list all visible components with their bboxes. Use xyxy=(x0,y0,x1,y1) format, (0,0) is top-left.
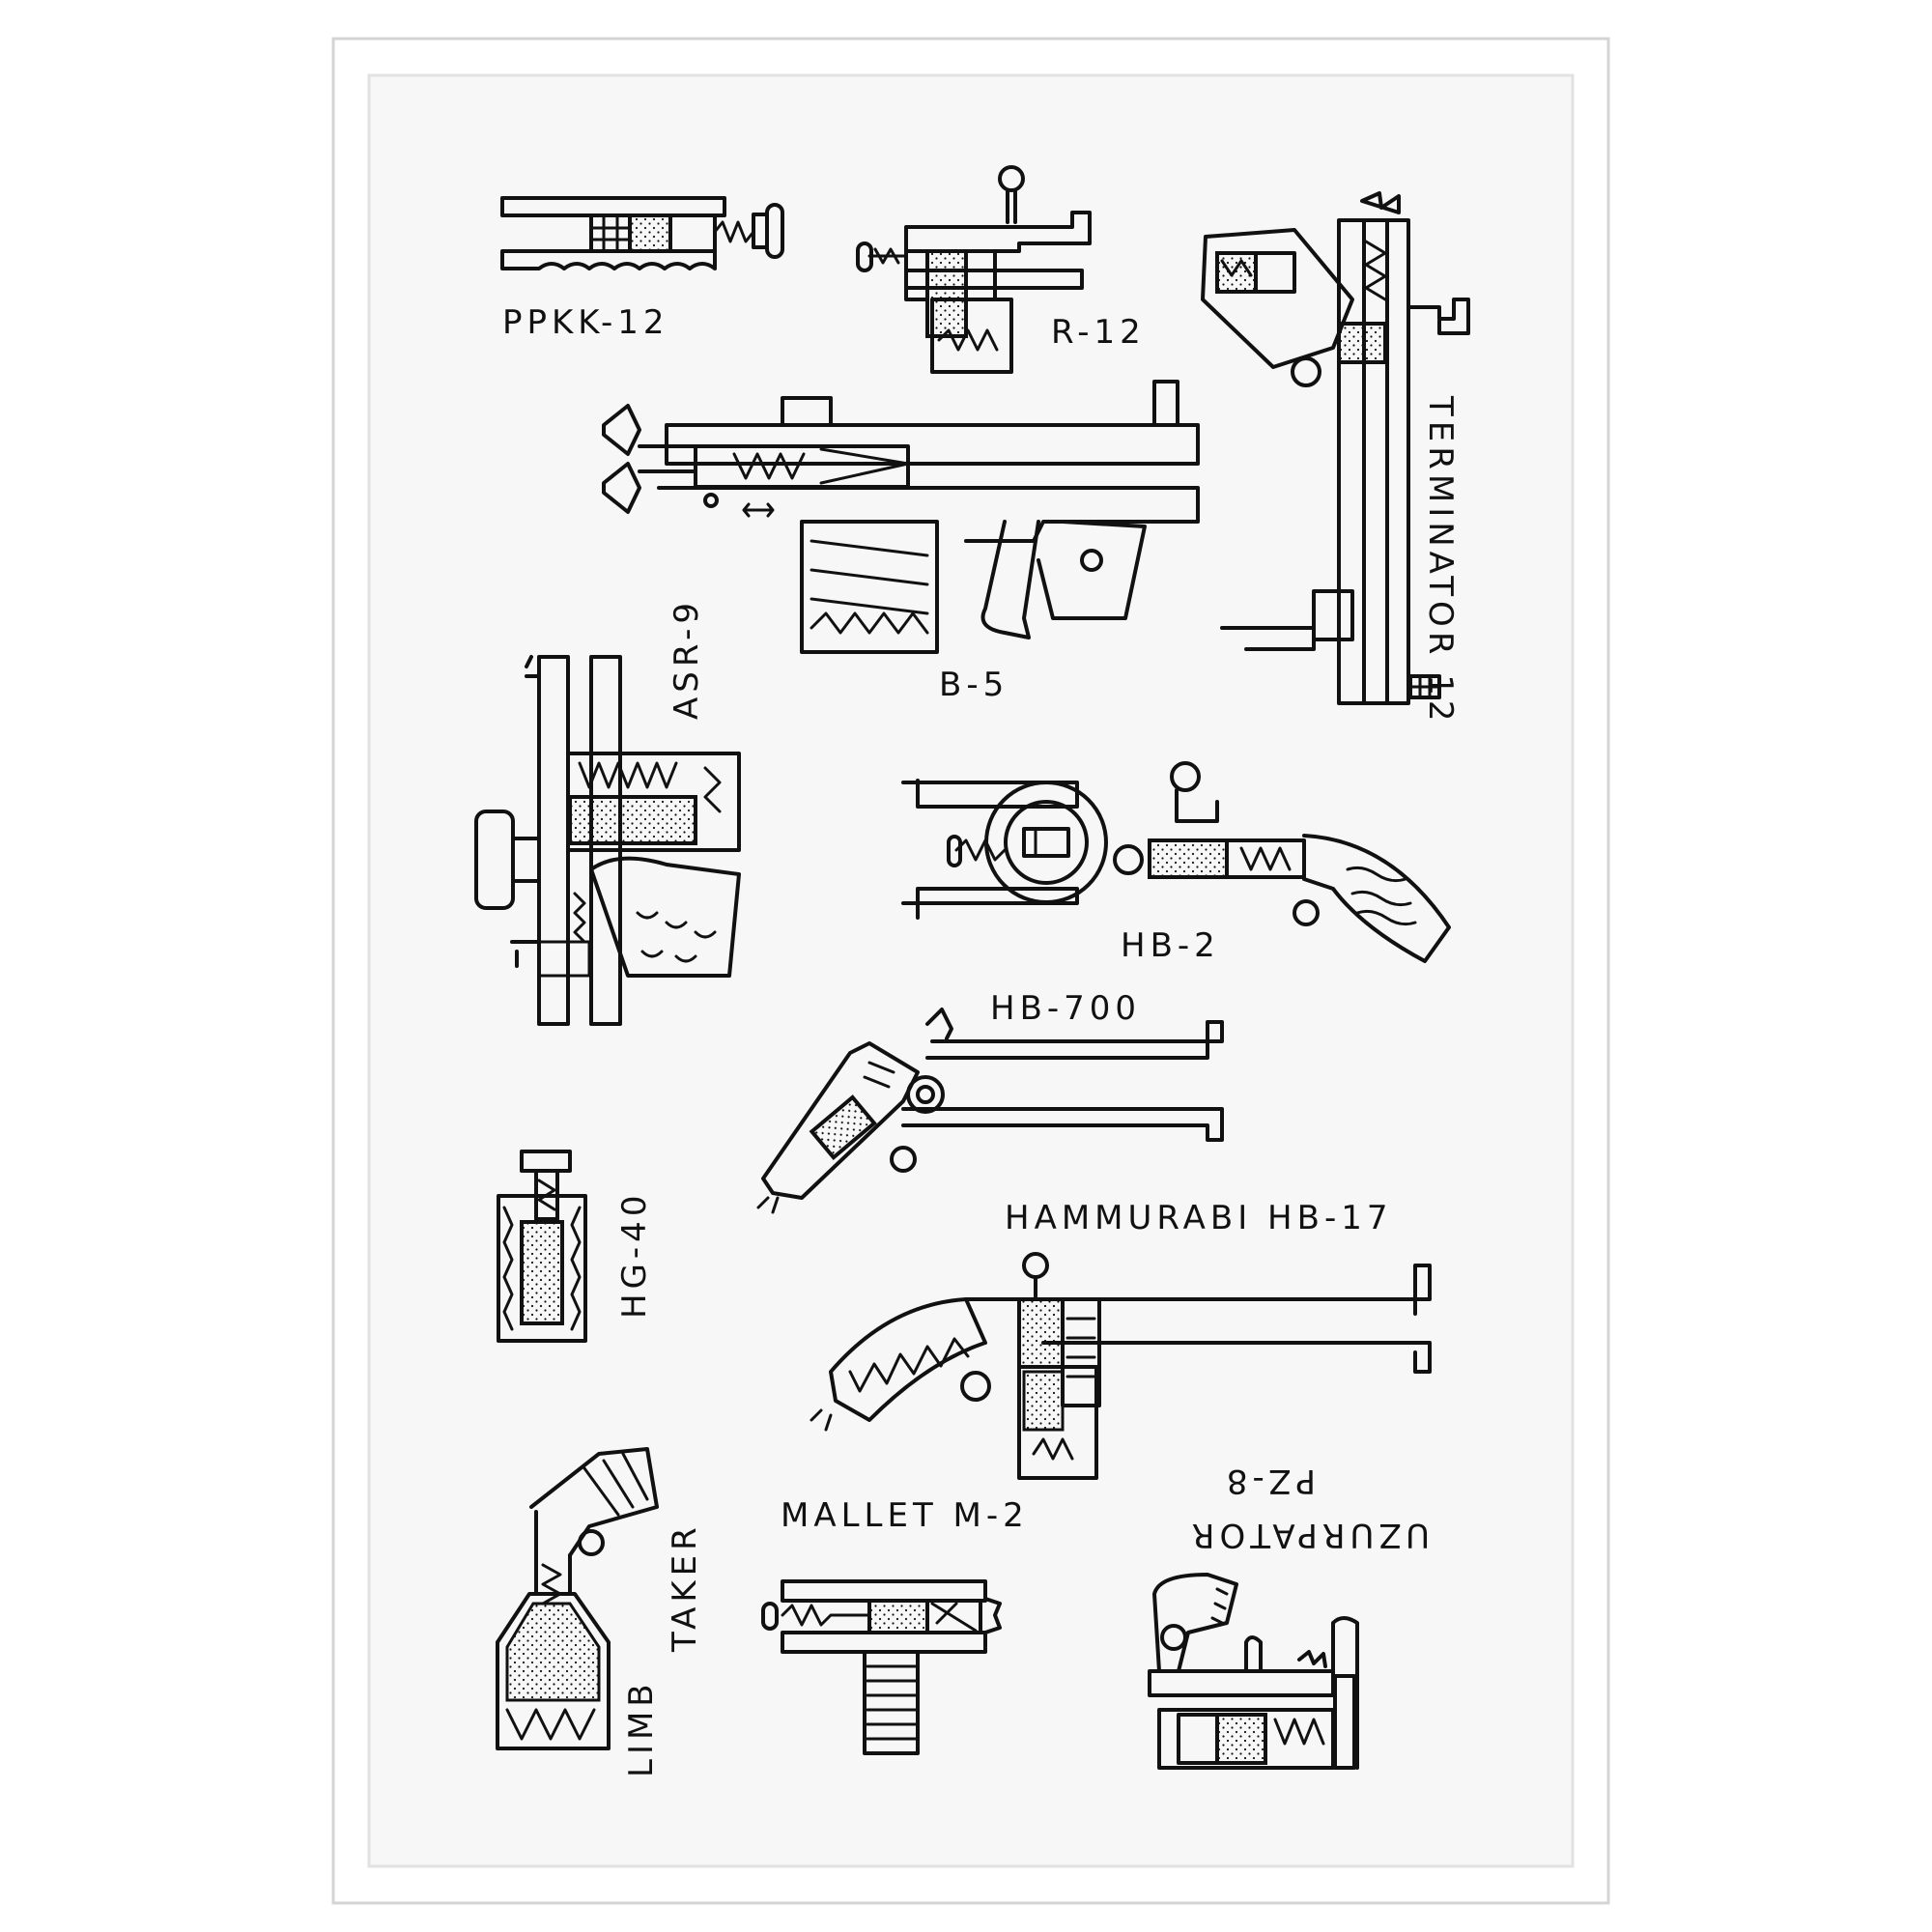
limb-taker-drawing xyxy=(496,1447,659,1750)
poster-paper xyxy=(367,73,1575,1868)
hg40-drawing xyxy=(497,1150,587,1343)
asr9-drawing xyxy=(474,655,741,1026)
label-hb700: HB-700 xyxy=(990,989,1141,1028)
uzurpator-pz8-drawing xyxy=(1148,1573,1359,1770)
label-b5: B-5 xyxy=(939,666,1009,704)
label-hammurabi-hb17: HAMMURABI HB-17 xyxy=(1005,1199,1392,1237)
label-terminator12: TERMINATOR 12 xyxy=(1421,395,1460,726)
hammurabi-hb17-drawing xyxy=(810,1252,1432,1480)
label-ppkk12: PPKK-12 xyxy=(502,303,669,342)
r12-drawing xyxy=(856,165,1092,374)
label-mallet-m2: MALLET M-2 xyxy=(781,1496,1029,1535)
ppkk12-drawing xyxy=(500,196,784,270)
label-pz8: PZ-8 xyxy=(1222,1462,1316,1500)
hb700-drawing xyxy=(756,1008,1224,1214)
mallet-m2-drawing xyxy=(761,1579,1002,1755)
b5-drawing xyxy=(602,380,1200,654)
label-hg40: HG-40 xyxy=(615,1191,654,1319)
label-uzurpator: UZURPATOR xyxy=(1187,1516,1430,1554)
hb2-drawing xyxy=(901,761,1451,963)
terminator12-drawing xyxy=(1201,191,1470,705)
label-asr9: ASR-9 xyxy=(668,598,706,720)
label-r12: R-12 xyxy=(1051,313,1146,352)
label-hb2: HB-2 xyxy=(1121,926,1220,965)
label-taker: TAKER xyxy=(666,1522,704,1653)
label-limb: LIMB xyxy=(622,1679,661,1777)
